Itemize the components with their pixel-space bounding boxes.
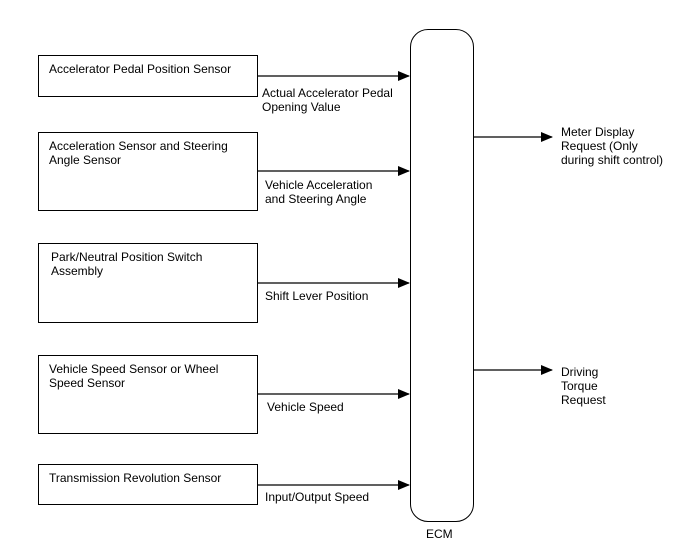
signal-label-accelerator: Actual Accelerator Pedal Opening Value: [262, 86, 393, 114]
ecm-label: ECM: [426, 527, 453, 541]
sensor-label-line1: Vehicle Speed Sensor or Wheel: [49, 362, 219, 376]
sensor-label-line2: Speed Sensor: [49, 376, 126, 390]
output-label-meter-display: Meter Display Request (Only during shift…: [561, 125, 664, 167]
acceleration-steering-sensor-box: Acceleration Sensor and Steering Angle S…: [38, 132, 258, 211]
signal-label-acceleration: Vehicle Acceleration and Steering Angle: [265, 178, 373, 206]
vehicle-speed-sensor-box: Vehicle Speed Sensor or Wheel Speed Sens…: [38, 355, 258, 434]
park-neutral-switch-box: Park/Neutral Position Switch Assembly: [38, 243, 258, 323]
output-label-driving-torque: Driving Torque Request: [561, 365, 606, 407]
sensor-label-line1: Park/Neutral Position Switch: [51, 250, 203, 264]
transmission-revolution-sensor-box: Transmission Revolution Sensor: [38, 464, 258, 505]
sensor-label-line1: Acceleration Sensor and Steering: [49, 139, 228, 153]
sensor-label: Accelerator Pedal Position Sensor: [49, 62, 232, 76]
sensor-label-line2: Assembly: [51, 264, 104, 278]
signal-label-vehicle-speed: Vehicle Speed: [267, 400, 344, 414]
signal-label-io-speed: Input/Output Speed: [265, 490, 370, 504]
signal-label-shift-lever: Shift Lever Position: [265, 289, 369, 303]
ecm-block: [410, 29, 474, 522]
sensor-label: Transmission Revolution Sensor: [49, 471, 222, 485]
accelerator-pedal-sensor-box: Accelerator Pedal Position Sensor: [38, 55, 258, 97]
sensor-label-line2: Angle Sensor: [49, 153, 122, 167]
